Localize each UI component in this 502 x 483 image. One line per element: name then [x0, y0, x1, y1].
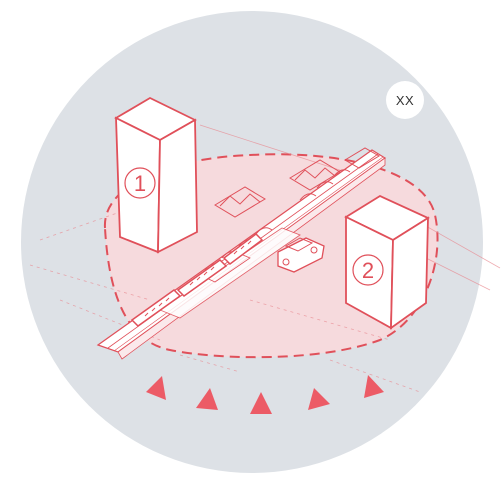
building-1-label: 1 — [134, 171, 146, 196]
triangle-arrow-icon — [196, 388, 218, 410]
triangle-arrow-icon — [250, 392, 272, 414]
train — [130, 233, 264, 327]
car — [277, 237, 325, 273]
building-2-label: 2 — [362, 258, 374, 283]
triangle-arrow-icon — [364, 375, 384, 398]
building-1: 1 — [114, 96, 198, 254]
xx-badge: XX — [386, 81, 424, 119]
triangle-arrow-icon — [146, 376, 166, 400]
building-2: 2 — [344, 194, 430, 330]
triangle-arrow-icon — [308, 388, 330, 410]
direction-arrows — [146, 375, 384, 414]
